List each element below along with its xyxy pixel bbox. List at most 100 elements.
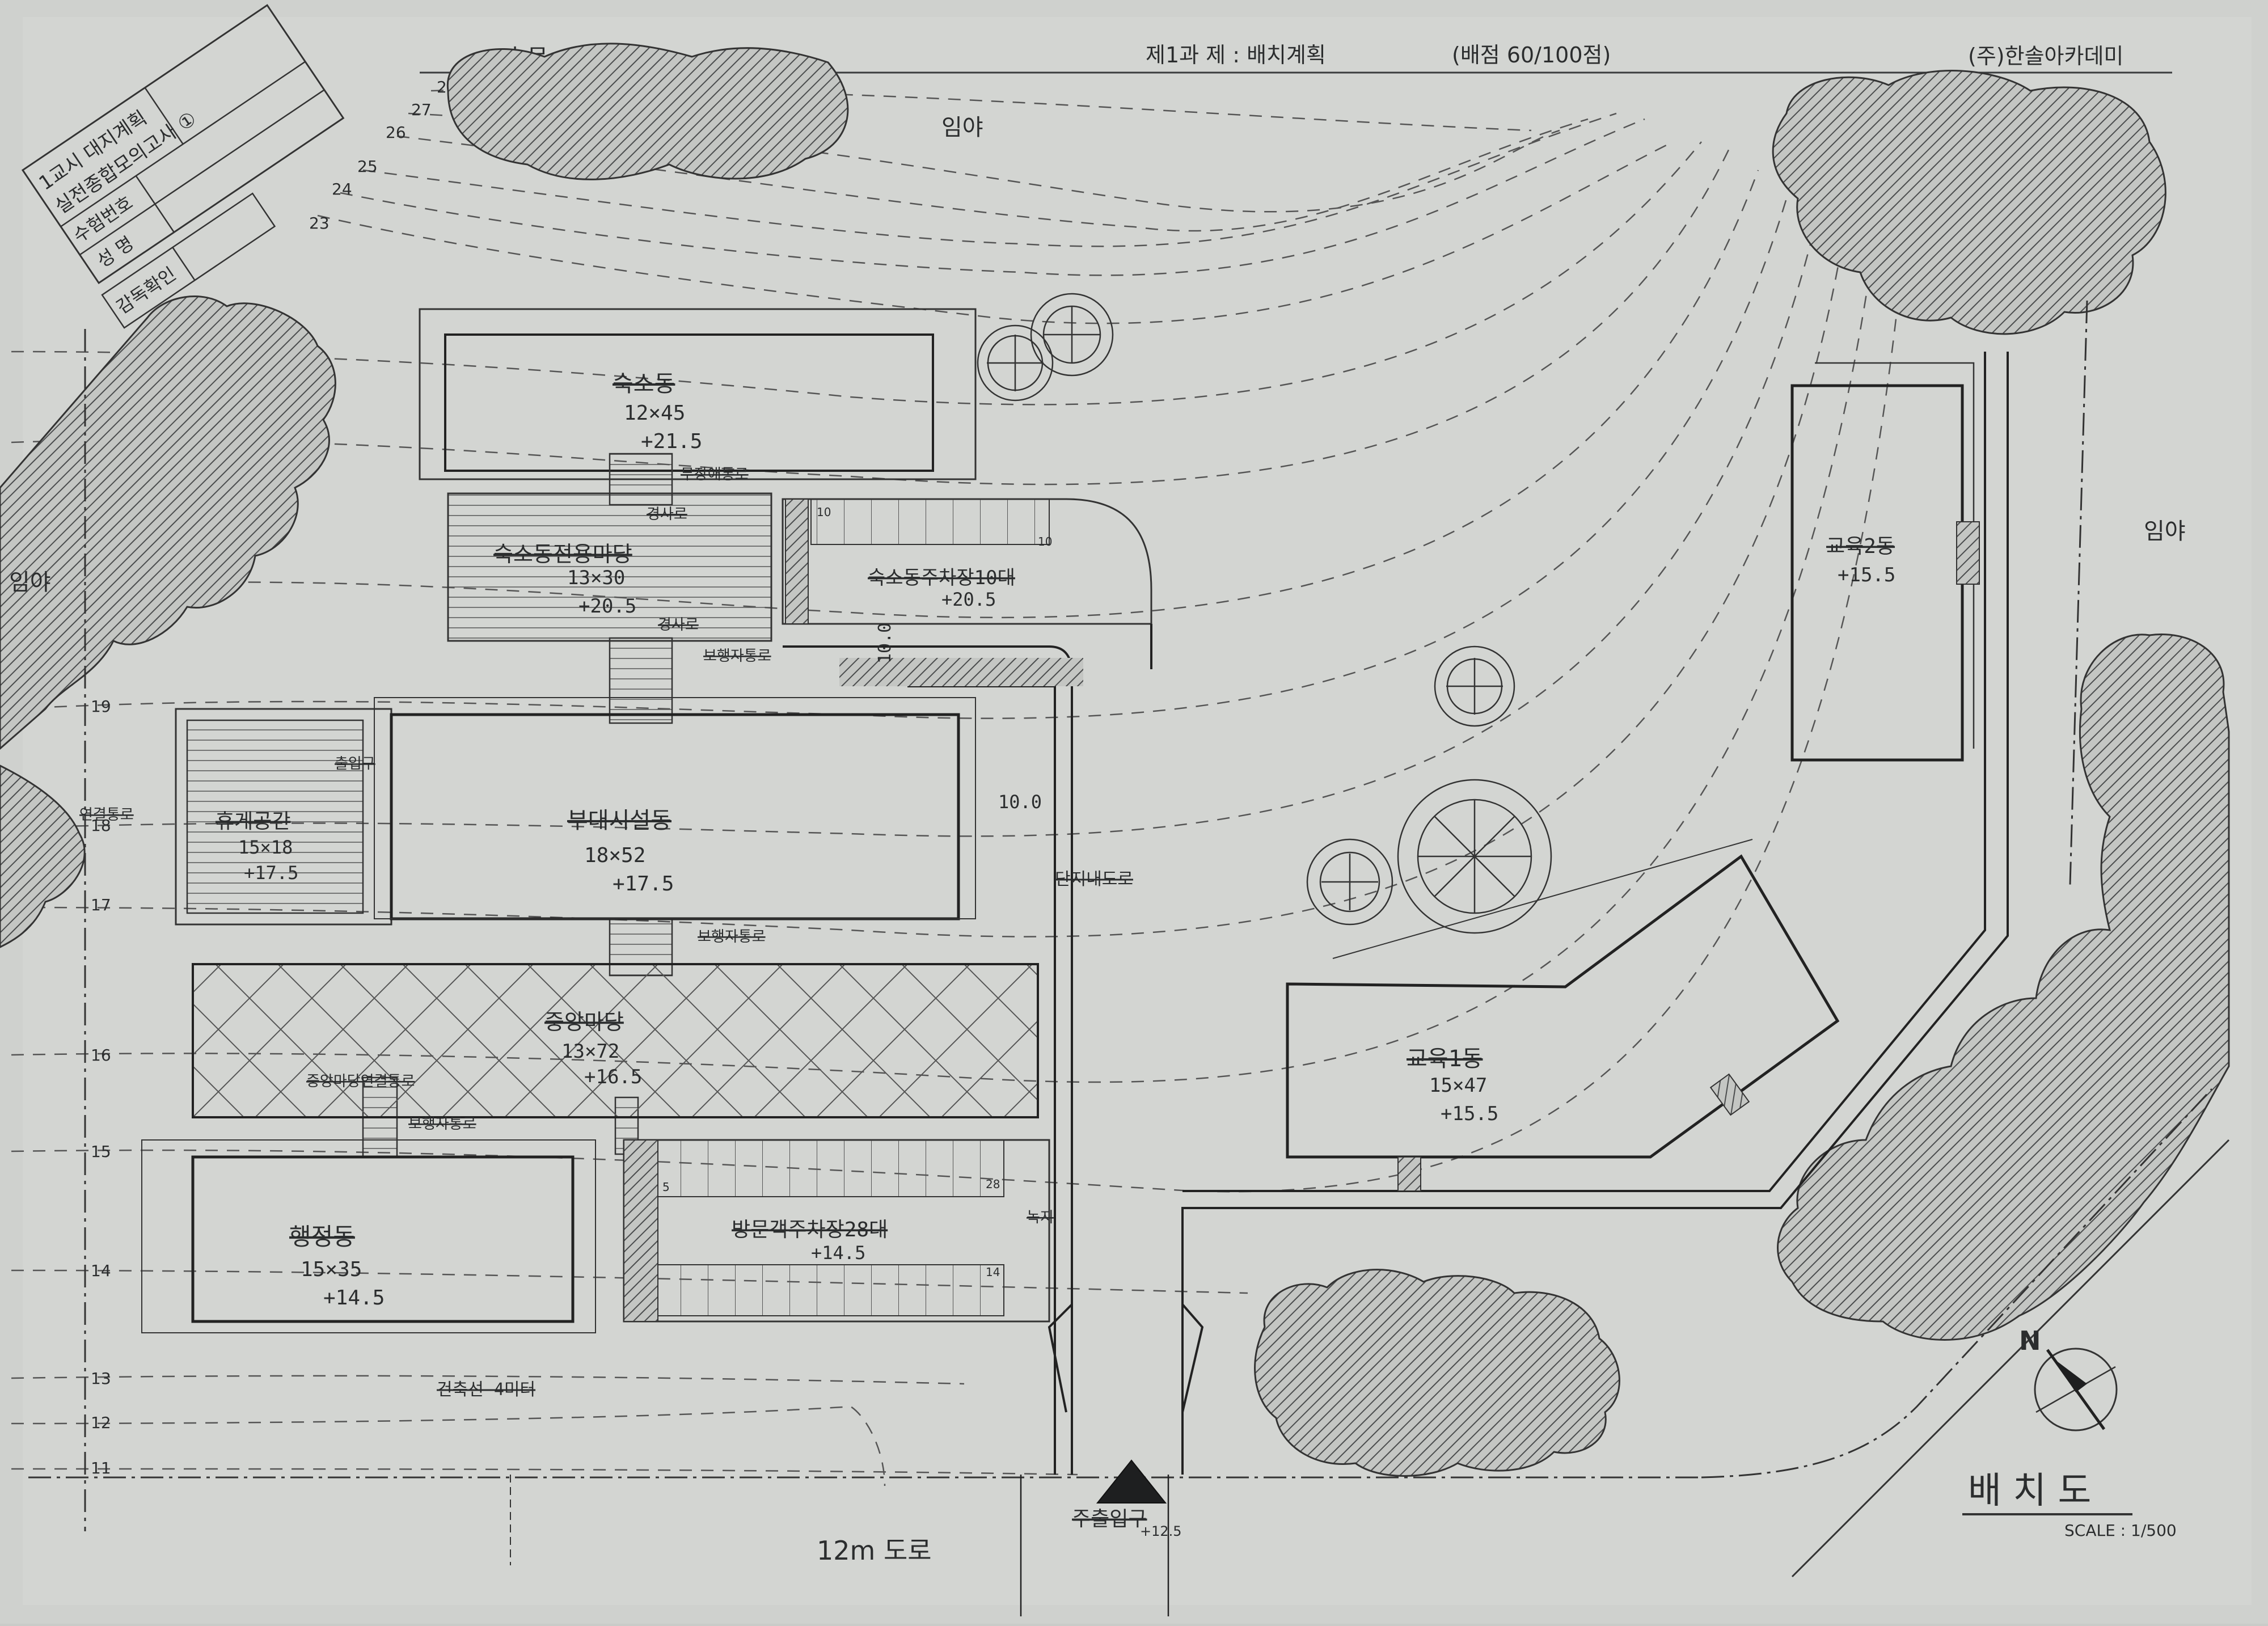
contour-19: 19: [91, 697, 111, 716]
forest-label-left: 임야: [9, 569, 51, 596]
contour-14: 14: [91, 1261, 111, 1280]
publisher-label: (주)한솔아카데미: [1968, 44, 2123, 69]
dorm-level: +21.5: [641, 430, 702, 453]
pedestrian2-label: 보행자통로: [698, 928, 766, 945]
support-level: +17.5: [613, 872, 674, 896]
contour-18: 18: [91, 816, 111, 835]
support-building: 부대시설동 18×52 +17.5: [374, 697, 976, 920]
dorm-parking: 10 10 숙소동주차장10대 +20.5: [782, 498, 1152, 625]
drawing-title: 배 치 도 SCALE : 1/500: [1962, 1470, 2177, 1540]
trees: [977, 293, 1552, 934]
ramp1-label: 경사로: [647, 506, 687, 523]
forest-label-right: 임야: [2144, 518, 2186, 544]
site-boundary: [28, 300, 2230, 1578]
road-hatched-strip: [839, 658, 1083, 686]
connector-label: 연결통로: [79, 806, 134, 823]
north-label: N: [2019, 1325, 2041, 1356]
scale-label: SCALE : 1/500: [2064, 1521, 2177, 1540]
support-dims: 18×52: [584, 844, 645, 867]
visitor-parking-count-top-left: 5: [662, 1180, 670, 1194]
dorm-garden-name: 숙소동전용마당: [493, 542, 632, 567]
contour-12: 12: [91, 1413, 111, 1432]
annotations: 10.0 10.0 단지내도로 건축선 4미터 무장애통로 경사로 경사로 보행…: [79, 466, 1133, 1400]
setback-label: 건축선 4미터: [437, 1380, 535, 1400]
contour-24: 24: [332, 180, 352, 199]
tree-2: [1030, 293, 1114, 377]
support-name: 부대시설동: [567, 808, 671, 834]
dorm-dims: 12×45: [624, 402, 685, 425]
edu2-building: 교육2동 +15.5: [1790, 362, 1980, 762]
admin-dims: 15×35: [301, 1258, 362, 1281]
visitor-parking-name: 방문객주차장28대: [732, 1218, 888, 1241]
main-entrance: 주출입구 +12.5: [1072, 1459, 1182, 1539]
visitor-parking: 5 28 14 방문객주차장28대 +14.5: [623, 1139, 1050, 1323]
drawing-title-text: 배 치 도: [1968, 1470, 2091, 1512]
road-label: 12m 도로: [817, 1535, 932, 1566]
score-label: (배점 60/100점): [1452, 43, 1611, 67]
central-plaza: 중앙마당 13×72 +16.5: [192, 963, 1039, 1118]
forest-left: 임야: [0, 295, 336, 948]
dorm-parking-level: +20.5: [941, 589, 996, 610]
problem-label: 제1과 제 : 배치계획: [1146, 43, 1326, 67]
north-arrow: N: [2019, 1325, 2118, 1431]
visitor-parking-count-bottom: 14: [986, 1265, 1000, 1279]
main-entrance-label: 주출입구: [1072, 1507, 1147, 1531]
admin-building: 행정동 15×35 +14.5: [141, 1139, 596, 1333]
plaza-link-label: 중앙마당연결통로: [306, 1073, 415, 1090]
contour-25: 25: [357, 157, 378, 176]
ramp2-label: 경사로: [658, 616, 699, 633]
contour-16: 16: [91, 1046, 111, 1065]
tree-4: [1397, 779, 1552, 934]
plaza-level: +16.5: [584, 1066, 642, 1088]
forest-top: 임야: [446, 43, 983, 180]
dim-10-vertical: 10.0: [875, 623, 895, 664]
lounge: 휴게공간 15×18 +17.5: [175, 708, 392, 926]
edu1-level: +15.5: [1441, 1103, 1498, 1125]
entrance-note: 출입구: [335, 755, 375, 772]
admin-name: 행정동: [289, 1223, 355, 1251]
tree-3: [1434, 645, 1515, 727]
edu2-name: 교육2동: [1826, 535, 1895, 558]
dorm-parking-name: 숙소동주차장10대: [868, 567, 1015, 589]
forest-label-top: 임야: [941, 115, 983, 141]
pedestrian1-label: 보행자통로: [703, 648, 771, 665]
dorm-parking-count-left: 10: [817, 505, 831, 519]
green-label: 녹지: [1027, 1209, 1054, 1226]
dim-10-horizontal: 10.0: [998, 791, 1042, 813]
edu1-building: 교육1동 15×47 +15.5: [1286, 839, 1840, 1192]
internal-road-label: 단지내도로: [1055, 869, 1133, 889]
plaza-dims: 13×72: [561, 1040, 619, 1063]
tree-5: [1306, 838, 1393, 926]
lounge-dims: 15×18: [238, 837, 293, 858]
main-entrance-level: +12.5: [1140, 1523, 1182, 1539]
plaza-name: 중앙마당: [544, 1010, 624, 1034]
contour-27: 27: [411, 100, 432, 119]
tree-cluster-bottom: [1254, 1269, 1620, 1477]
dorm-garden-dims: 13×30: [567, 567, 625, 589]
contour-23: 23: [309, 214, 330, 233]
contour-13: 13: [91, 1369, 111, 1388]
dorm-parking-count-right: 10: [1038, 535, 1052, 548]
edu1-dims: 15×47: [1429, 1074, 1487, 1097]
lounge-name: 휴게공간: [216, 810, 290, 833]
contour-26: 26: [386, 123, 406, 142]
visitor-parking-level: +14.5: [811, 1242, 865, 1264]
dorm-garden-level: +20.5: [578, 595, 636, 618]
contour-11: 11: [91, 1459, 111, 1477]
admin-level: +14.5: [323, 1286, 385, 1310]
contour-17: 17: [91, 896, 111, 914]
tree-1: [977, 324, 1054, 402]
dorm-garden: 숙소동전용마당 13×30 +20.5: [447, 492, 772, 642]
barrier-free-label: 무장애통로: [681, 466, 749, 483]
forest-top-right: [1772, 70, 2166, 335]
visitor-parking-count-top-right: 28: [986, 1177, 1000, 1191]
dorm-name: 숙소동: [613, 371, 675, 397]
edu1-name: 교육1동: [1407, 1046, 1483, 1072]
contour-15: 15: [91, 1142, 111, 1161]
dorm-building: 숙소동 12×45 +21.5: [419, 308, 977, 480]
edu2-level: +15.5: [1838, 564, 1895, 586]
lounge-level: +17.5: [244, 862, 298, 884]
pedestrian3-label: 보행자통로: [408, 1116, 476, 1133]
forest-right: 임야: [1777, 518, 2230, 1341]
